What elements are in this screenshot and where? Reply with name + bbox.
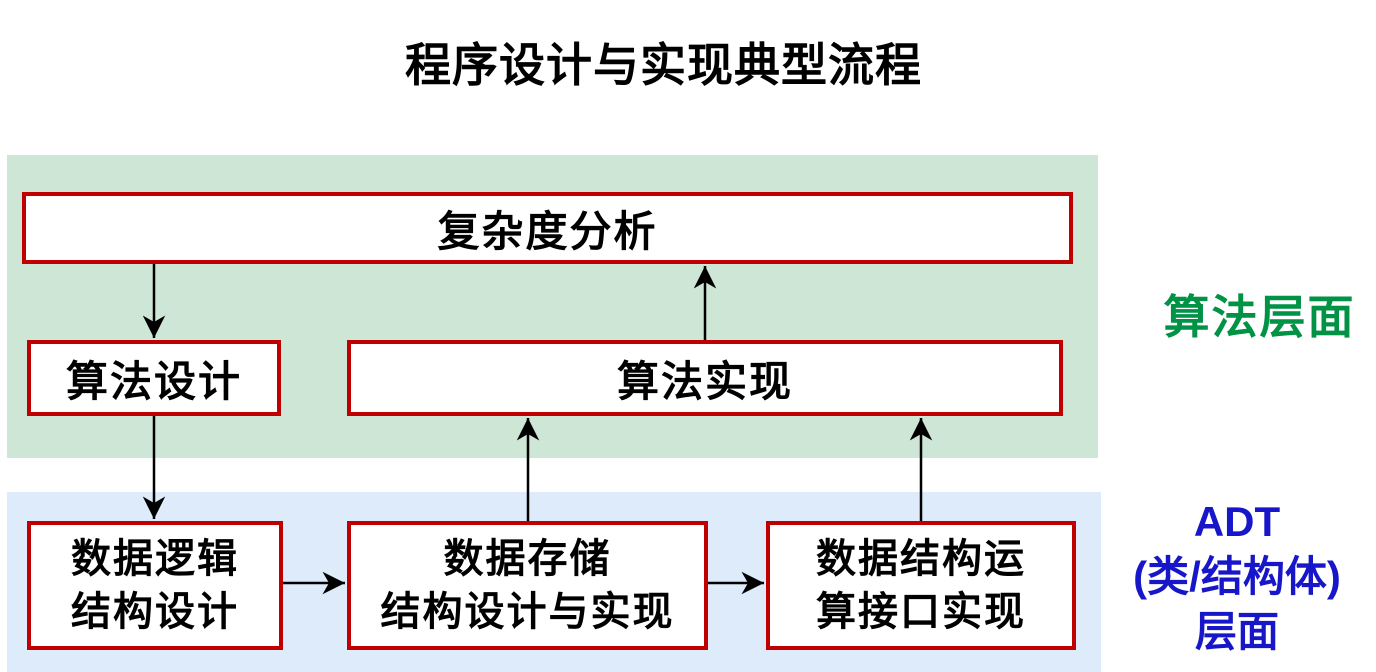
box-data-structure-operation-interface-line1: 数据结构运 [816, 536, 1026, 581]
box-data-structure-operation-interface: 数据结构运 算接口实现 [766, 521, 1076, 650]
box-data-storage-structure-design-line2: 结构设计与实现 [380, 589, 675, 634]
box-complexity-analysis-label: 复杂度分析 [437, 207, 658, 255]
diagram-title: 程序设计与实现典型流程 [405, 39, 922, 91]
algorithm-layer-label: 算法层面 [1163, 291, 1356, 343]
box-data-storage-structure-design: 数据存储 结构设计与实现 [347, 521, 708, 650]
box-data-logical-structure-design-line1: 数据逻辑 [71, 536, 239, 581]
box-data-logical-structure-design-line2: 结构设计 [71, 589, 239, 634]
box-algorithm-implementation-label: 算法实现 [616, 357, 793, 405]
box-data-logical-structure-design: 数据逻辑 结构设计 [27, 521, 283, 650]
box-data-structure-operation-interface-line2: 算接口实现 [816, 589, 1026, 634]
box-complexity-analysis: 复杂度分析 [22, 192, 1073, 264]
box-algorithm-design-label: 算法设计 [65, 357, 242, 405]
box-algorithm-implementation: 算法实现 [347, 340, 1063, 416]
adt-layer-label: ADT (类/结构体) 层面 [1098, 494, 1376, 659]
box-algorithm-design: 算法设计 [27, 340, 281, 416]
adt-layer-label-line2: (类/结构体) [1133, 553, 1341, 600]
adt-layer-label-line3: 层面 [1194, 608, 1279, 655]
adt-layer-label-line1: ADT [1193, 498, 1281, 545]
box-data-storage-structure-design-line1: 数据存储 [443, 536, 612, 581]
